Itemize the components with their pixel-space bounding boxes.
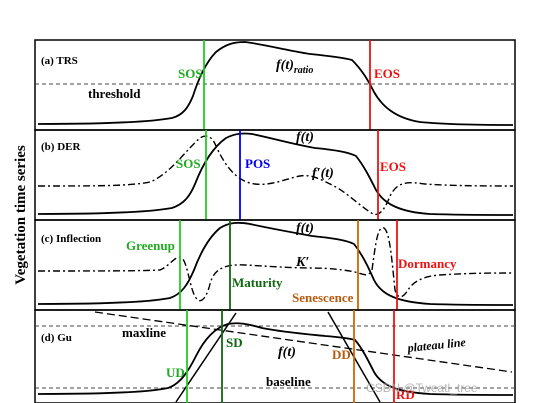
inflection-derivative-label: K′ xyxy=(295,255,309,270)
panel-b-tag: (b) DER xyxy=(41,141,81,153)
der-derivative-label: f′(t) xyxy=(312,166,334,181)
panel-a-frame xyxy=(34,39,516,131)
trs-sos-label: SOS xyxy=(178,66,203,81)
der-pos-label: POS xyxy=(245,156,270,171)
panel-b-frame xyxy=(34,129,516,221)
trs-curve xyxy=(37,41,514,126)
inflection-curve-label: f(t) xyxy=(296,221,314,236)
maxline-label: maxline xyxy=(122,325,166,340)
watermark: CSDN @Tweatl_tree xyxy=(366,381,478,395)
plateau-line-label: plateau line xyxy=(406,335,467,355)
panel-d-gu: (d) Gu maxline baseline plateau line f(t… xyxy=(34,309,516,403)
rd-label: RD xyxy=(396,387,415,402)
der-derivative-curve xyxy=(37,135,514,216)
gu-curve-label: f(t) xyxy=(278,345,296,360)
panel-a-tag: (a) TRS xyxy=(41,55,78,67)
der-sos-label: SOS xyxy=(176,156,201,171)
panel-d-frame xyxy=(34,309,516,403)
sd-label: SD xyxy=(226,335,243,350)
greenup-label: Greenup xyxy=(126,238,175,253)
inflection-curve xyxy=(37,221,514,306)
der-curve xyxy=(37,132,514,216)
senescence-label: Senescence xyxy=(292,290,354,305)
der-eos-label: EOS xyxy=(380,159,406,174)
trs-curve-subscript: ratio xyxy=(294,65,313,76)
baseline-label: baseline xyxy=(266,374,311,389)
maturity-label: Maturity xyxy=(232,275,283,290)
plateau-line xyxy=(94,311,513,373)
ud-label: UD xyxy=(166,365,185,380)
trs-eos-label: EOS xyxy=(374,66,400,81)
der-curve-label: f(t) xyxy=(296,130,314,145)
threshold-label: threshold xyxy=(88,86,141,101)
dormancy-label: Dormancy xyxy=(398,256,457,271)
panel-c-inflection: (c) Inflection Greenup Maturity Senescen… xyxy=(34,219,516,311)
panel-d-tag: (d) Gu xyxy=(41,332,72,344)
y-axis-label: Vegetation time series xyxy=(13,145,29,285)
panel-b-der: (b) DER SOS POS EOS f(t) f′(t) xyxy=(34,129,516,221)
gu-curve xyxy=(37,322,514,396)
panel-c-tag: (c) Inflection xyxy=(41,233,101,245)
dd-label: DD xyxy=(332,347,351,362)
inflection-derivative-curve xyxy=(37,227,514,302)
greenup-tangent xyxy=(175,312,237,403)
trs-curve-label: f(t)ratio xyxy=(276,58,313,76)
panel-a-trs: (a) TRS threshold SOS EOS f(t)ratio xyxy=(34,39,516,131)
